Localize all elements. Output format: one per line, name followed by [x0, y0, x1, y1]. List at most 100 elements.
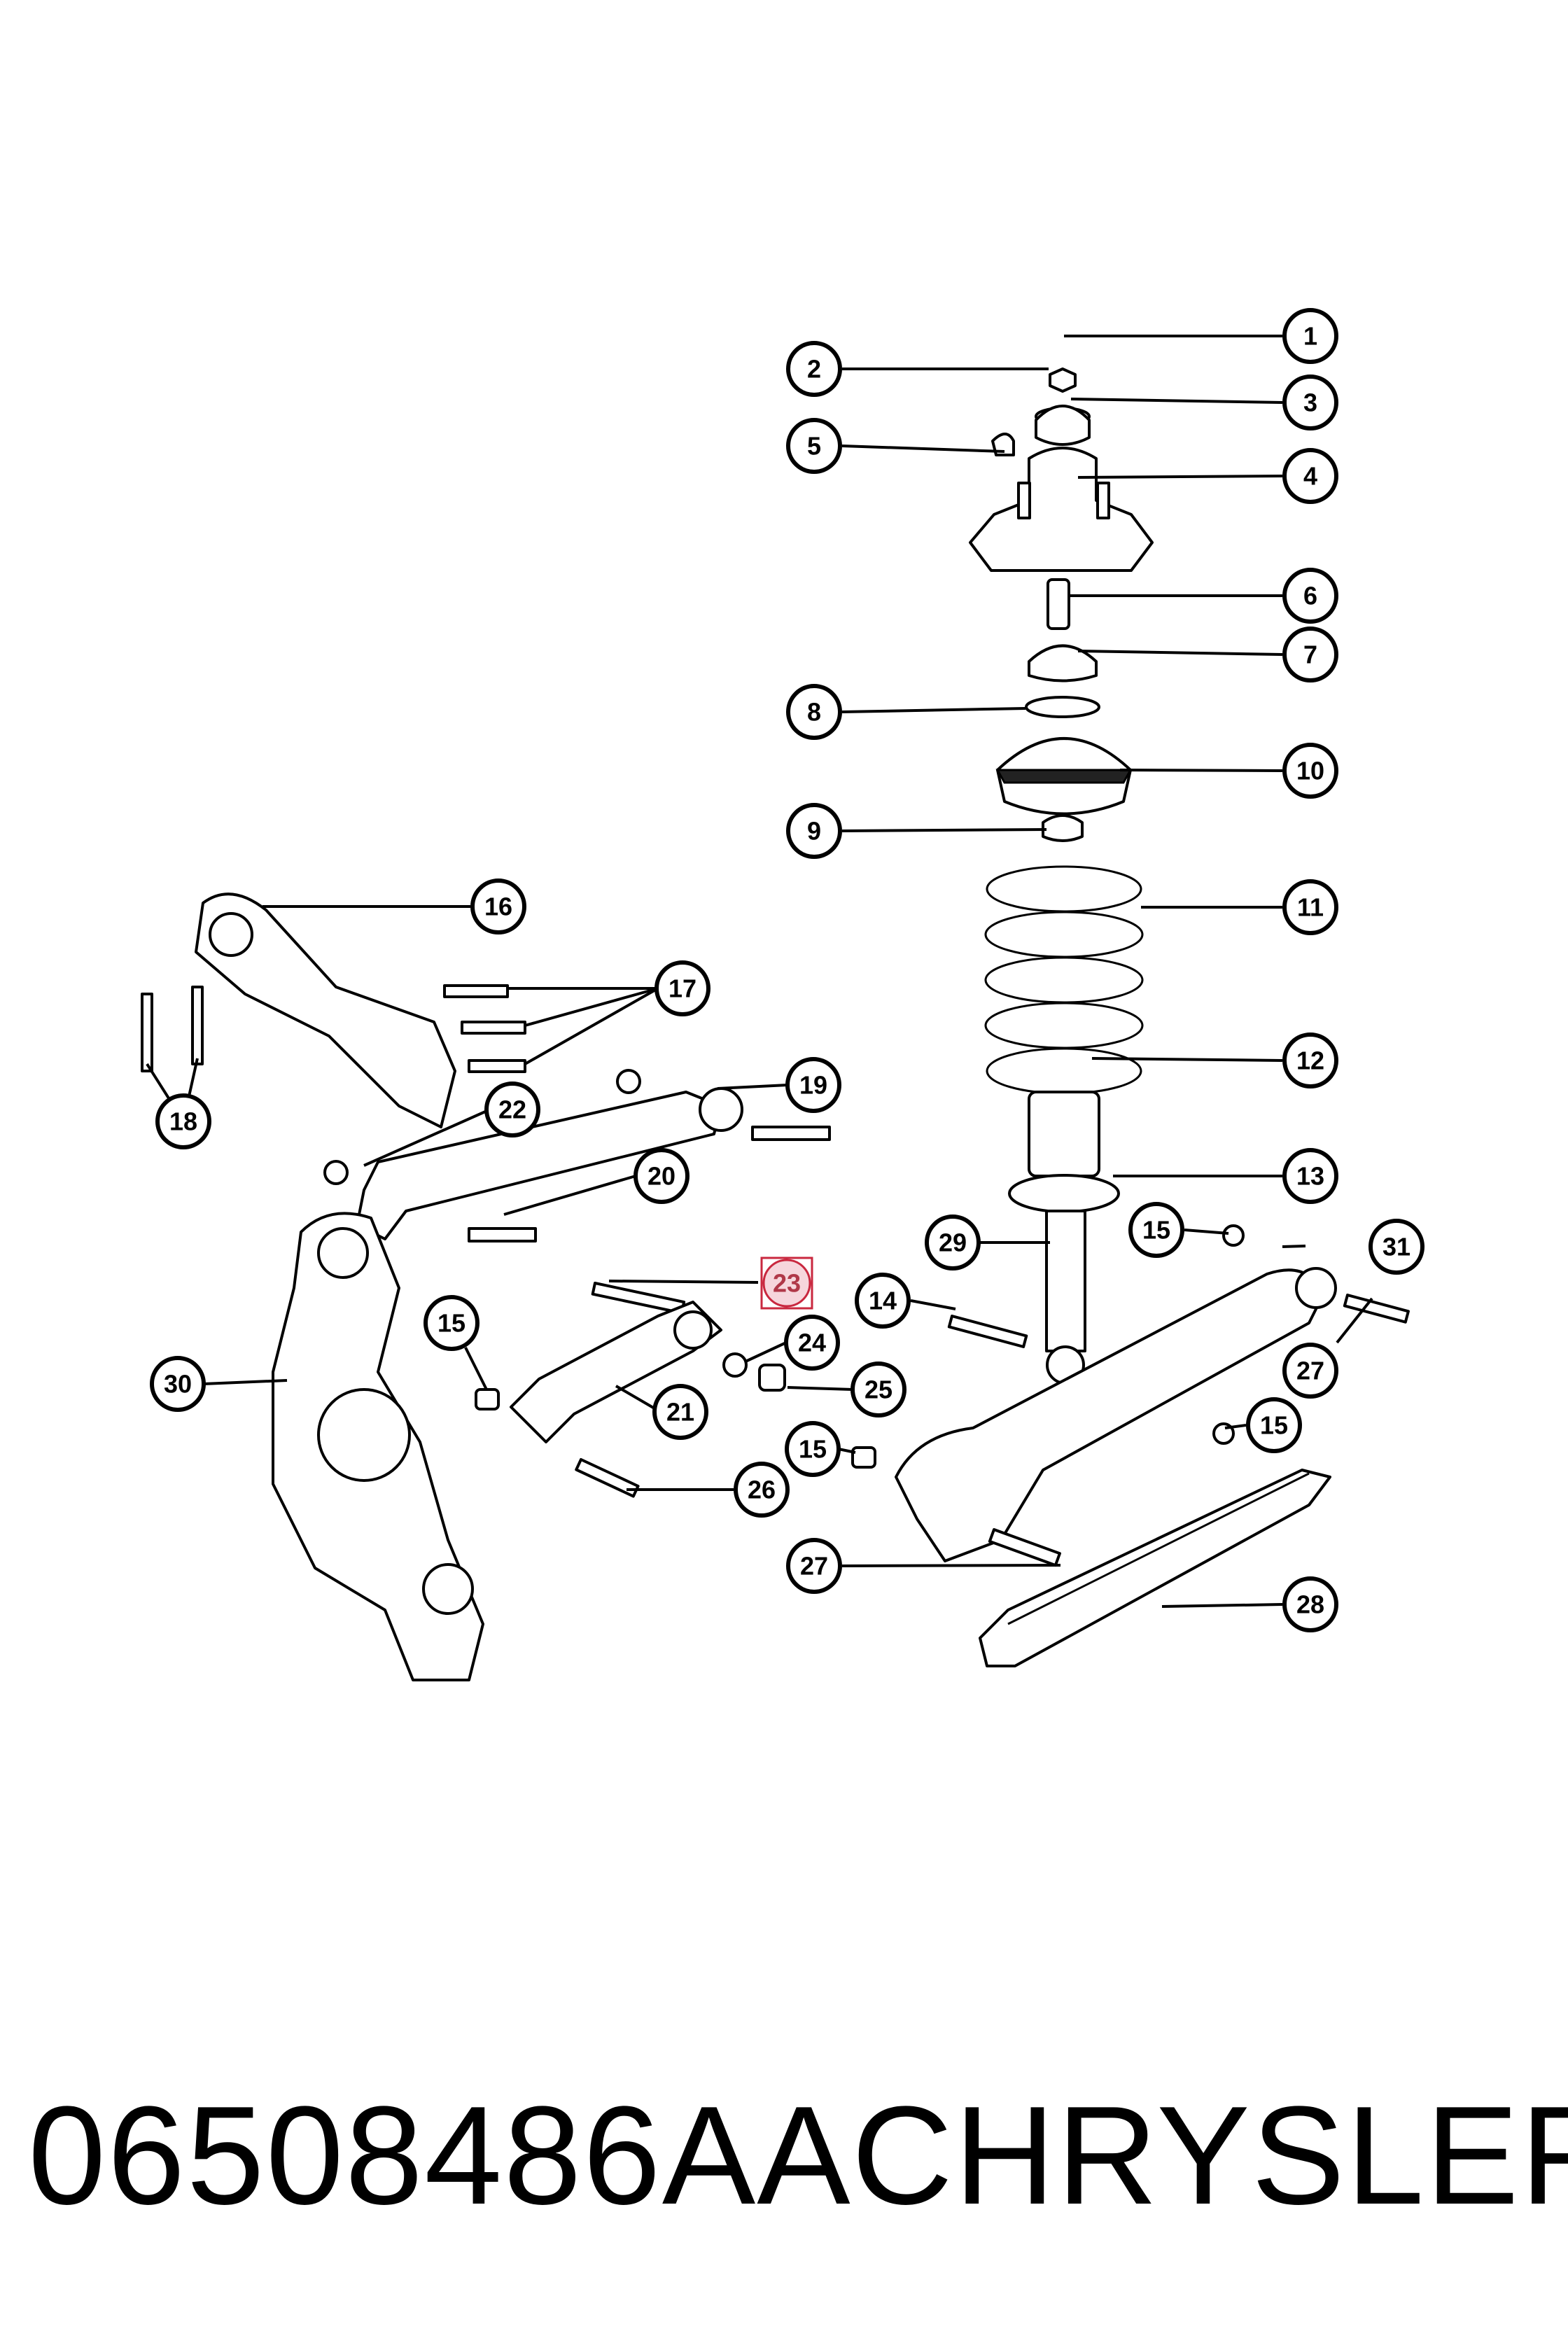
part-washer-24	[722, 1352, 748, 1378]
part-spring-isolator	[1008, 1174, 1120, 1213]
spring-coil	[984, 1002, 1144, 1049]
leader-27b	[1336, 1297, 1373, 1344]
part-bolt-23	[591, 1282, 686, 1315]
part-link-bolt	[751, 1126, 831, 1141]
callout-16[interactable]: 16	[470, 878, 526, 934]
callout-13[interactable]: 13	[1282, 1148, 1338, 1204]
svg-text:9: 9	[807, 817, 821, 846]
callout-27a[interactable]: 27	[786, 1538, 842, 1594]
part-lateral-link	[510, 1301, 722, 1443]
callout-31[interactable]: 31	[1368, 1219, 1424, 1275]
leader-25	[787, 1386, 853, 1391]
part-number: 06508486AA	[28, 2078, 852, 2234]
callout-26[interactable]: 26	[734, 1462, 790, 1518]
svg-text:28: 28	[1296, 1590, 1324, 1619]
callout-15b[interactable]: 15	[1246, 1397, 1302, 1453]
leader-27a	[841, 1564, 1061, 1567]
part-arm-bushing	[1295, 1267, 1337, 1309]
callout-15d[interactable]: 15	[424, 1295, 479, 1351]
callout-9[interactable]: 9	[786, 803, 842, 859]
callout-5[interactable]: 5	[786, 418, 842, 474]
part-bolt	[468, 1059, 526, 1073]
callout-15a[interactable]: 15	[1128, 1202, 1184, 1258]
svg-text:12: 12	[1296, 1046, 1324, 1075]
studs-18	[141, 986, 204, 1072]
callout-21[interactable]: 21	[652, 1384, 708, 1440]
part-bolt-26	[575, 1458, 640, 1498]
part-clip	[991, 433, 1015, 456]
callout-28[interactable]: 28	[1282, 1576, 1338, 1632]
svg-text:2: 2	[807, 355, 821, 384]
callout-29[interactable]: 29	[925, 1214, 981, 1270]
callout-17[interactable]: 17	[654, 960, 710, 1016]
svg-text:16: 16	[484, 892, 512, 921]
callout-19[interactable]: 19	[785, 1057, 841, 1113]
bolts-17	[443, 984, 526, 1073]
spring-coil	[986, 865, 1142, 913]
leader-4	[1077, 475, 1283, 479]
svg-text:27: 27	[800, 1552, 828, 1581]
callout-8[interactable]: 8	[786, 684, 842, 740]
callout-2[interactable]: 2	[786, 341, 842, 397]
callout-11[interactable]: 11	[1282, 879, 1338, 935]
leader-17c	[524, 987, 659, 1065]
part-nut-15	[475, 1388, 500, 1410]
svg-text:15: 15	[1142, 1216, 1170, 1245]
leader-15d	[464, 1347, 488, 1390]
svg-text:11: 11	[1297, 893, 1324, 922]
part-bolt	[461, 1021, 526, 1035]
part-nut-22b	[323, 1160, 349, 1185]
callout-6[interactable]: 6	[1282, 568, 1338, 624]
callout-18[interactable]: 18	[155, 1093, 211, 1149]
leader-7	[1077, 650, 1283, 656]
coil-spring	[984, 865, 1144, 1213]
callout-12[interactable]: 12	[1282, 1032, 1338, 1088]
callout-4[interactable]: 4	[1282, 448, 1338, 504]
callout-3[interactable]: 3	[1282, 374, 1338, 430]
callout-30[interactable]: 30	[150, 1356, 206, 1412]
leader-22	[363, 1108, 491, 1167]
leader-24	[745, 1341, 787, 1363]
shock-absorber	[1045, 1210, 1086, 1385]
part-mount-stud-right	[1096, 482, 1110, 519]
svg-text:22: 22	[498, 1096, 526, 1124]
callout-22[interactable]: 22	[484, 1082, 540, 1138]
part-flat-washer	[1025, 696, 1100, 718]
svg-text:24: 24	[798, 1329, 826, 1357]
strut-mount-assembly	[969, 368, 1154, 842]
svg-text:15: 15	[438, 1309, 465, 1338]
svg-text:23: 23	[773, 1269, 801, 1298]
callout-20[interactable]: 20	[634, 1148, 690, 1204]
svg-text:5: 5	[807, 432, 821, 461]
part-stud	[191, 986, 204, 1065]
svg-text:30: 30	[164, 1370, 192, 1399]
callout-25[interactable]: 25	[850, 1362, 906, 1418]
lower-control-arm	[895, 1267, 1337, 1562]
callout-27b[interactable]: 27	[1282, 1343, 1338, 1399]
leader-10	[1119, 769, 1283, 772]
callout-23[interactable]: 23	[762, 1259, 811, 1308]
callout-10[interactable]: 10	[1282, 743, 1338, 799]
part-upper-arm-bushing	[209, 912, 253, 957]
leader-15a	[1184, 1228, 1229, 1235]
knuckle	[272, 1212, 484, 1681]
leader-17b	[524, 987, 659, 1027]
svg-text:7: 7	[1303, 640, 1317, 669]
leader-20	[503, 1175, 636, 1216]
part-nut-15c	[851, 1446, 876, 1469]
part-bushing-top	[1035, 405, 1091, 446]
leader-14	[910, 1299, 956, 1310]
callout-24[interactable]: 24	[784, 1315, 840, 1371]
callout-1[interactable]: 1	[1282, 308, 1338, 364]
brand-name: CHRYSLER	[851, 2078, 1568, 2234]
svg-text:10: 10	[1296, 757, 1324, 785]
callout-14[interactable]: 14	[855, 1273, 911, 1329]
part-dust-boot	[1028, 1091, 1100, 1177]
parts-illustration	[141, 368, 1410, 1681]
callout-15c[interactable]: 15	[785, 1421, 841, 1477]
svg-text:29: 29	[939, 1228, 967, 1257]
callout-7[interactable]: 7	[1282, 626, 1338, 682]
svg-text:18: 18	[169, 1107, 197, 1136]
part-sleeve	[1046, 578, 1070, 630]
leader-31	[1282, 1245, 1306, 1248]
